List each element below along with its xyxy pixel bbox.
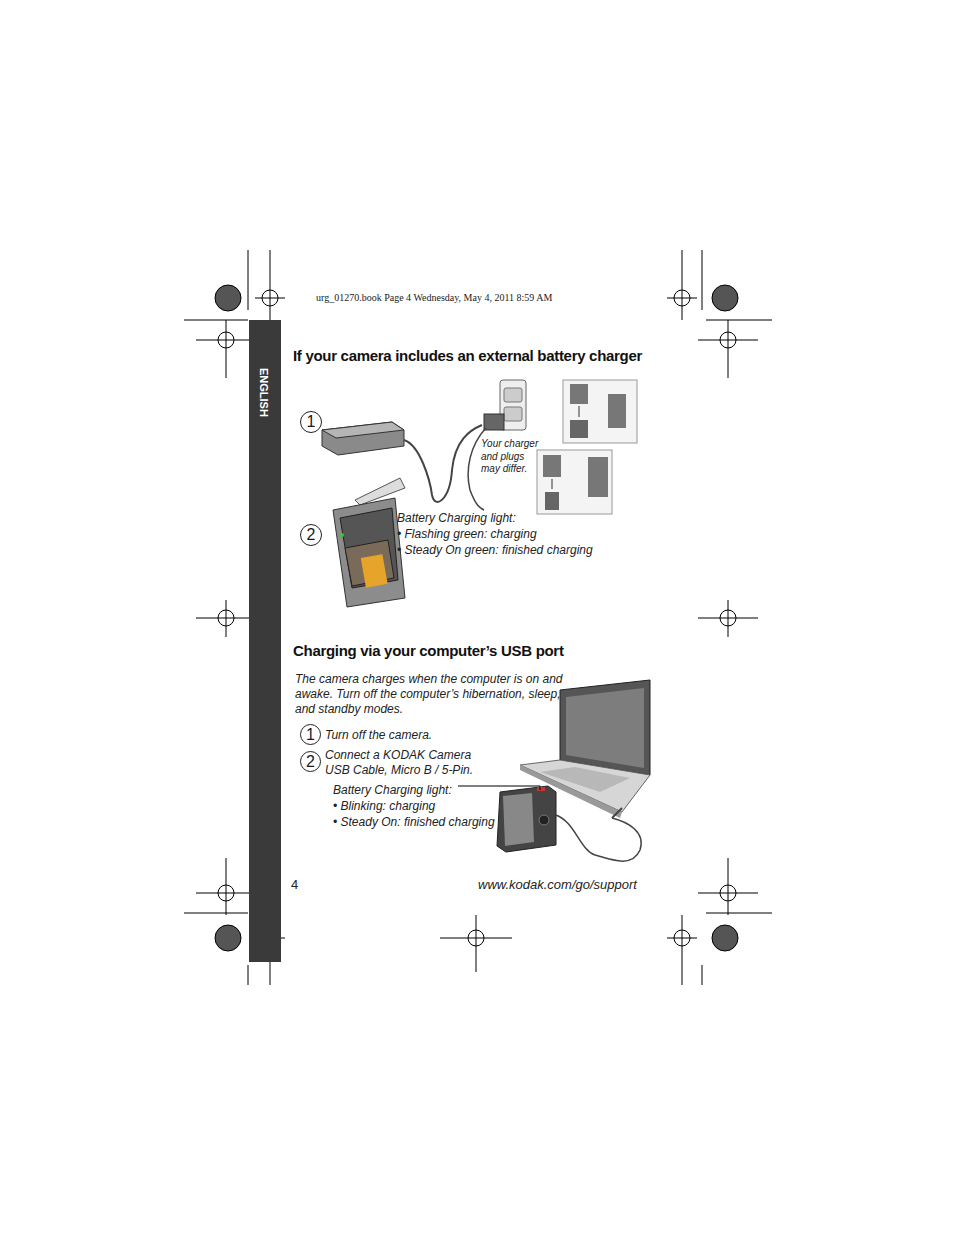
status-heading: Battery Charging light: (397, 511, 516, 526)
callout-number: 1 (300, 724, 321, 745)
side-band (249, 320, 281, 962)
page-number: 4 (291, 877, 298, 893)
status-item: • Steady On green: finished charging (397, 543, 593, 558)
callout-text: 2 (306, 754, 315, 770)
section-heading: Charging via your computer’s USB port (293, 642, 564, 661)
charger-illustration (322, 380, 637, 607)
section-heading: If your camera includes an external batt… (293, 347, 642, 366)
support-url: www.kodak.com/go/support (478, 877, 637, 893)
status-heading: Battery Charging light: (333, 783, 452, 798)
status-item: • Flashing green: charging (397, 527, 537, 542)
note-text: The camera charges when the computer is … (295, 672, 580, 717)
step-text: Turn off the camera. (325, 728, 432, 743)
crop-marks (184, 250, 772, 985)
callout-number: 2 (300, 751, 321, 772)
language-tab: ENGLISH (256, 368, 270, 417)
callout-text: 1 (306, 727, 315, 743)
print-header: urg_01270.book Page 4 Wednesday, May 4, … (316, 292, 552, 305)
callout-text: 2 (307, 527, 316, 543)
note-text: Your charger and plugs may differ. (481, 438, 543, 476)
status-item: • Steady On: finished charging (333, 815, 495, 830)
status-item: • Blinking: charging (333, 799, 435, 814)
callout-number: 2 (300, 524, 322, 546)
camera-illustration (497, 786, 641, 861)
callout-number: 1 (300, 411, 322, 433)
leader-line (458, 786, 540, 790)
step-text: Connect a KODAK Camera USB Cable, Micro … (325, 748, 487, 778)
callout-text: 1 (307, 414, 316, 430)
